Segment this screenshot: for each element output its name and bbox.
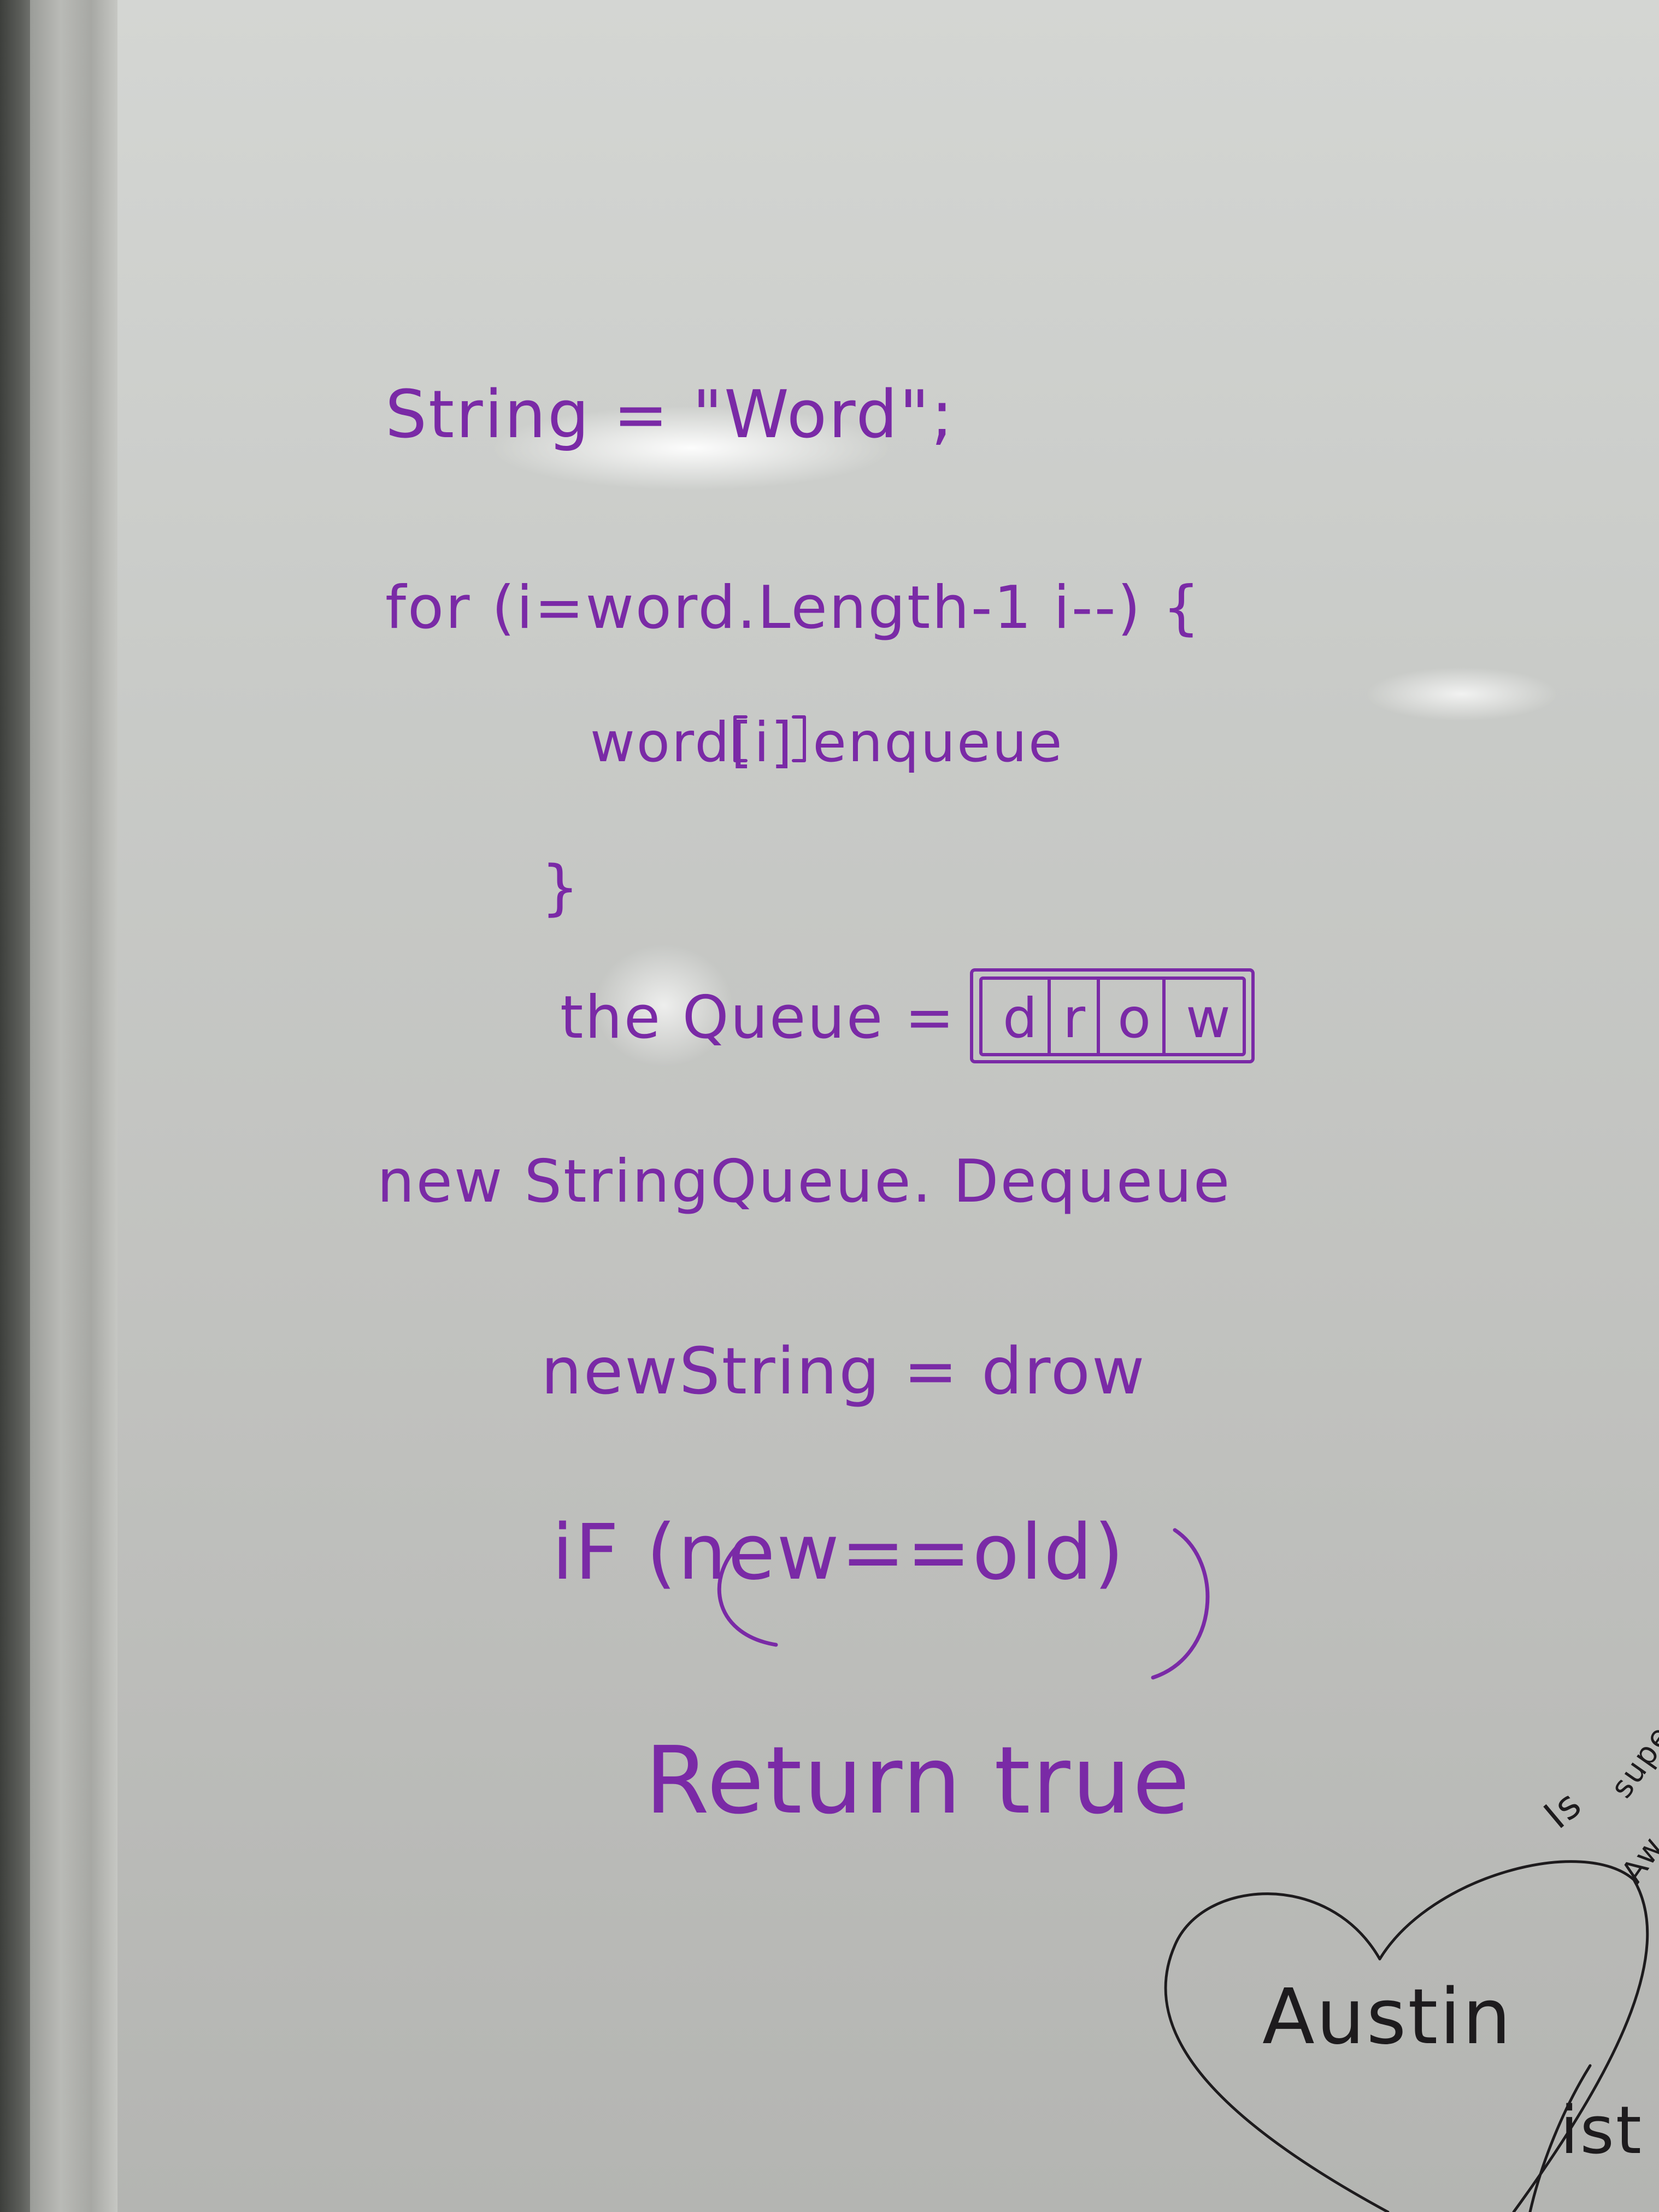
- line-dequeue: new StringQueue. Dequeue: [377, 1148, 1232, 1216]
- line-if-condition: iF (new==old): [552, 1508, 1126, 1597]
- bottom-note: ist: [1560, 2093, 1643, 2169]
- line-the-queue: the Queue =: [560, 984, 956, 1052]
- queue-cell: w: [1186, 986, 1232, 1050]
- line-new-string: newString = drow: [541, 1333, 1146, 1409]
- queue-box-inner: [979, 976, 1246, 1056]
- heart-outline: [1378, 1860, 1649, 2212]
- whiteboard-frame-rail: [30, 0, 117, 2212]
- line-for-loop: for (i=word.Length-1 i--) {: [385, 574, 1202, 642]
- queue-cell: o: [1117, 986, 1153, 1050]
- queue-cell: r: [1063, 986, 1087, 1050]
- queue-cell: d: [1003, 986, 1039, 1050]
- heart-outline: [1164, 1892, 1390, 2212]
- whiteboard-frame-edge: [0, 0, 30, 2212]
- line-string-declaration: String = "Word";: [385, 377, 955, 453]
- heart-stroke: [1528, 2064, 1592, 2212]
- index-bracket-left: [733, 715, 748, 762]
- heart-name: Austin: [1262, 1973, 1513, 2062]
- paren-right: [1151, 1528, 1210, 1680]
- queue-box-outer: [970, 968, 1255, 1063]
- line-enqueue: word[i] enqueue: [590, 710, 1064, 774]
- line-return-true: Return true: [645, 1727, 1192, 1835]
- paren-left: [717, 1539, 778, 1647]
- whiteboard-surface: [117, 0, 1659, 2212]
- index-bracket-right: [792, 715, 806, 762]
- line-closing-brace: }: [541, 852, 581, 922]
